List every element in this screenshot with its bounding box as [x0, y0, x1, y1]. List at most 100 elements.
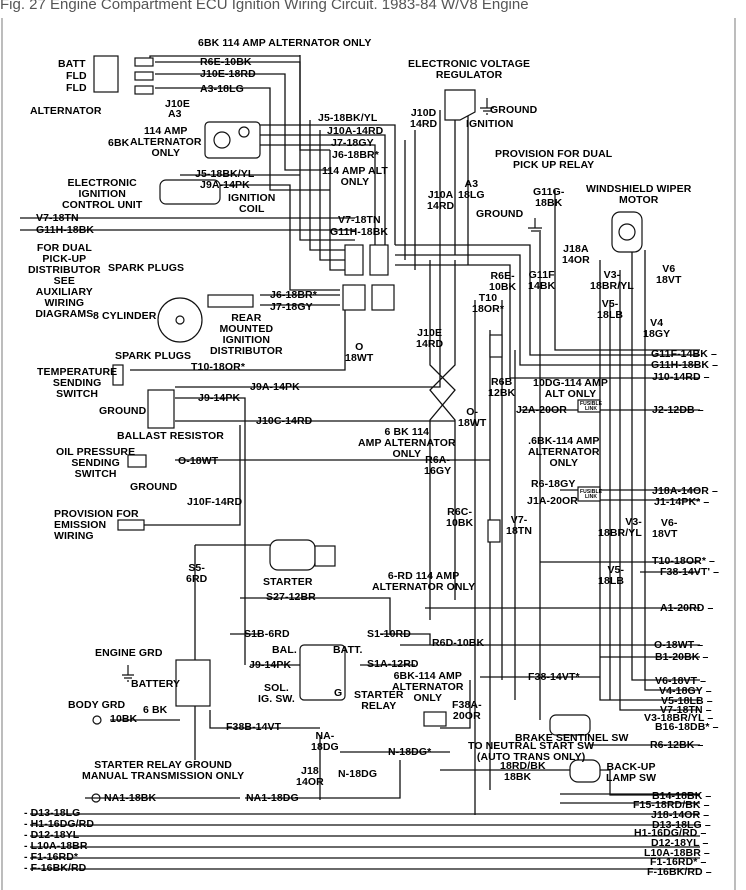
wire-j5-top: J5-18BK/YL [318, 112, 378, 124]
wire-r6d: R6D-10BK [432, 637, 485, 649]
bottom-left-label: - F1-16RD* [24, 851, 79, 863]
wire-n18dg: N-18DG [338, 768, 378, 780]
backup-lamp-label: BACK-UP LAMP SW [606, 761, 657, 784]
wire-v7-18tn: V7- 18TN [506, 514, 533, 537]
right-edge-label: G11F-14BK – [651, 348, 717, 360]
right-edge-label: F-16BK/RD – [647, 866, 712, 878]
ballast-resistor-shape [147, 389, 175, 429]
batt2-label: BATT. [333, 644, 363, 656]
wire-18bk: 18BK [504, 771, 532, 783]
oil-pressure-label: OIL PRESSURE SENDING SWITCH [56, 446, 136, 480]
wire-v5: V5- 18LB [597, 298, 624, 321]
wire-j10f: J10F-14RD [187, 496, 243, 508]
engine-grd-label: ENGINE GRD [95, 647, 163, 659]
wire-r6b: R6B 12BK [488, 376, 516, 399]
bottom-left-label: - H1-16DG/RD [24, 818, 95, 830]
voltage-regulator-label: ELECTRONIC VOLTAGE REGULATOR [408, 58, 531, 81]
right-edge-label: V5-18LB – [661, 695, 713, 707]
emission-label: PROVISION FOR EMISSION WIRING [54, 508, 139, 542]
right-edge-label: L10A-18BR – [644, 847, 710, 859]
wire-j9a: J9A-14PK [200, 179, 250, 191]
right-edge-label: G11H-18BK – [651, 359, 719, 371]
neutral-start-label: TO NEUTRAL START SW (AUTO TRANS ONLY) [468, 740, 595, 763]
wire-s27: S27-12BR [266, 591, 316, 603]
brake-sentinel-label: BRAKE SENTINEL SW [515, 732, 629, 744]
right-edge-label: R6-12BK – [650, 739, 704, 751]
bal-label: BAL. [272, 644, 297, 656]
right-edge-label: D13-18LG – [652, 819, 711, 831]
wire-t10: T10 18OR* [472, 292, 505, 315]
right-edge-label: V7-18TN – [660, 704, 712, 716]
wire-v4: V4 18GY [643, 317, 671, 340]
wire-f38: F38-14VT* [528, 671, 580, 683]
wire-a3-short: A3 [168, 108, 182, 120]
wire-j1a: J1A-20OR [527, 495, 578, 507]
wire-s1a: S1A-12RD [367, 658, 419, 670]
sixbk-label: 6BK [108, 137, 130, 149]
ignition-evr-label: IGNITION [466, 118, 514, 130]
alt-only-114-label: 114 AMP ALT ONLY [322, 165, 388, 188]
eicu-label: ELECTRONIC IGNITION CONTROL UNIT [62, 177, 143, 211]
wire-n18dg2: N-18DG* [388, 746, 432, 758]
wire-v7-left: V7-18TN [36, 212, 79, 224]
fusible-link-1-label: FUSIBLE LINK [580, 401, 603, 412]
wire-v3: V3- 18BR/YL [590, 269, 634, 292]
ballast-resistor-label: BALLAST RESISTOR [117, 430, 224, 442]
right-edge-label: V3-18BR/YL – [644, 712, 714, 724]
wire-j9-low: J9-14PK [198, 392, 241, 404]
bottom-left-label: - D12-18YL [24, 829, 80, 841]
r6-alt-only-label: 10DG-114 AMP ALT ONLY [533, 377, 608, 400]
wire-g11g: G11G- 18BK [533, 186, 565, 209]
right-edge-label: J1-14PK* – [654, 496, 710, 508]
wire-v7-mid: V7-18TN [338, 214, 381, 226]
dual-pickup-dist-label: FOR DUAL PICK-UP DISTRIBUTOR SEE AUXILIA… [28, 242, 101, 320]
ground-oil-label: GROUND [130, 481, 178, 493]
rear-mounted-label: REAR MOUNTED IGNITION DISTRIBUTOR [210, 312, 283, 357]
spark-plugs-top-label: SPARK PLUGS [108, 262, 185, 274]
wire-6bk: 6 BK [143, 704, 168, 716]
battery-shape [175, 659, 211, 707]
wire-j18: J18 14OR [296, 765, 324, 788]
eicu-shape [204, 121, 261, 159]
wire-f38a: F38A- 20OR [452, 699, 482, 722]
wire-j10a: J10A-14RD [327, 125, 384, 137]
wire-a3-v: A3 18LG [458, 178, 485, 201]
fld1-label: FLD [66, 70, 87, 82]
wire-j9-14pk: J9-14PK [249, 659, 292, 671]
right-edge-label: V4-18GY – [659, 685, 712, 697]
wire-r6e: R6E-10BK [200, 56, 252, 68]
alt-only-6bk-b-label: .6BK-114 AMP ALTERNATOR ONLY [528, 435, 600, 469]
right-edge-label: B16-18DB* – [655, 721, 719, 733]
wire-r6c: R6C- 10BK [446, 506, 474, 529]
right-edge-label: F15-18RD/BK – [633, 799, 710, 811]
wire-j6: J6-18BR* [332, 149, 379, 161]
ground-right-label: GROUND [476, 208, 524, 220]
starter-shape [269, 539, 316, 571]
wire-na1-b: NA1-18DG [246, 792, 299, 804]
body-grd-label: BODY GRD [68, 699, 126, 711]
wire-o-18wt: O 18WT [345, 341, 374, 364]
right-edge-label: V6- 18VT [652, 517, 678, 540]
wire-o18wt-mid: O- 18WT [458, 406, 487, 429]
alt-only-6rd-label: 6-RD 114 AMP ALTERNATOR ONLY [372, 570, 476, 593]
wire-s1b: S1B-6RD [244, 628, 290, 640]
right-edge-label: J2-12DB – [652, 404, 704, 416]
wiper-motor-label: WINDSHIELD WIPER MOTOR [586, 183, 692, 206]
right-edge-label: B14-18BK – [652, 790, 712, 802]
right-edge-label: J10-14RD – [652, 371, 710, 383]
wire-s1: S1-10RD [367, 628, 411, 640]
right-edge-label: F1-16RD* – [650, 856, 707, 868]
wire-s5: S5- 6RD [186, 562, 208, 585]
starter-relay-ground-label: STARTER RELAY GROUND MANUAL TRANSMISSION… [82, 759, 245, 782]
wire-j18a: J18A 14OR [562, 243, 590, 266]
wire-j10e-short: J10E [165, 98, 190, 110]
wire-j5-2: J5-18BK/YL [195, 168, 255, 180]
g-terminal-label: G [334, 687, 343, 699]
right-edge-label: V5- 18LB [598, 564, 625, 587]
wire-g11f: G11F 14BK [528, 269, 556, 292]
wire-na1-a: NA1-18BK [104, 792, 157, 804]
bottom-left-label: - F-16BK/RD [24, 862, 87, 874]
wire-t10-left: T10-18OR* [191, 361, 246, 373]
